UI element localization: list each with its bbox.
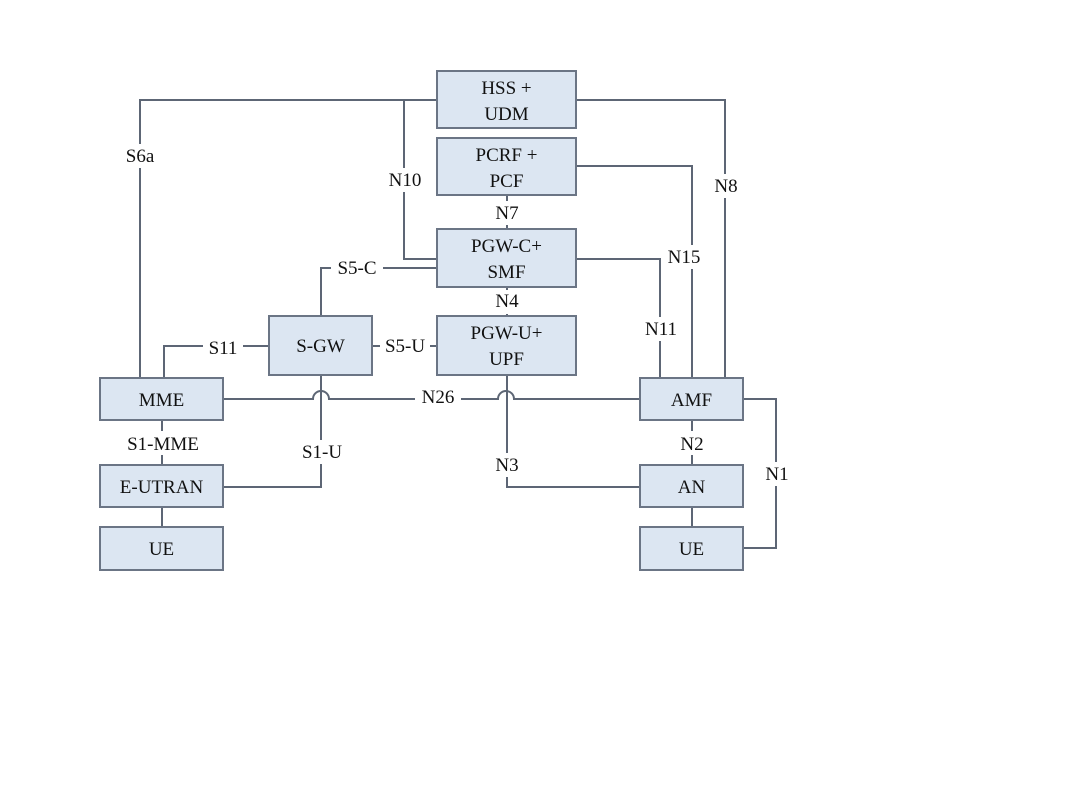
- node-pcrf-pcf-line1: PCRF +: [476, 145, 538, 166]
- edges: [139, 99, 777, 549]
- node-pgwc-smf: PGW-C+ SMF: [436, 228, 577, 288]
- node-pcrf-pcf: PCRF + PCF: [436, 137, 577, 196]
- node-sgw-label: S-GW: [296, 336, 345, 357]
- node-ue-right-label: UE: [679, 539, 704, 560]
- label-s1mme: S1-MME: [127, 434, 199, 455]
- node-sgw: S-GW: [268, 315, 373, 376]
- label-n10: N10: [389, 170, 422, 191]
- label-s5c: S5-C: [337, 258, 376, 279]
- edge-n26: [223, 390, 640, 400]
- label-n3: N3: [495, 455, 518, 476]
- label-n15: N15: [668, 247, 701, 268]
- nodes: HSS + UDM PCRF + PCF PGW-C+ SMF PGW-U+ U…: [99, 70, 744, 571]
- node-pgwu-upf-line1: PGW-U+: [471, 323, 543, 344]
- node-mme-label: MME: [139, 390, 184, 411]
- node-an-label: AN: [678, 477, 706, 498]
- node-mme: MME: [99, 377, 224, 421]
- label-n2: N2: [680, 434, 703, 455]
- label-n1: N1: [765, 464, 788, 485]
- label-n26: N26: [422, 387, 455, 408]
- node-pgwu-upf: PGW-U+ UPF: [436, 315, 577, 376]
- label-n7: N7: [495, 203, 518, 224]
- node-ue-left: UE: [99, 526, 224, 571]
- label-s6a: S6a: [126, 146, 155, 167]
- node-pgwc-smf-line1: PGW-C+: [471, 236, 542, 257]
- edge-labels: S6a N10 N8 N7 N15 S5-C N4 S11 S5-U N11 N…: [114, 144, 794, 486]
- edge-s5c: [320, 267, 437, 316]
- node-hss-udm: HSS + UDM: [436, 70, 577, 129]
- edge-n8: [576, 99, 726, 378]
- node-eutran: E-UTRAN: [99, 464, 224, 508]
- label-n8: N8: [714, 176, 737, 197]
- node-ue-right: UE: [639, 526, 744, 571]
- node-amf: AMF: [639, 377, 744, 421]
- label-s11: S11: [209, 338, 238, 359]
- label-n4: N4: [495, 291, 519, 312]
- label-s1u: S1-U: [302, 442, 342, 463]
- node-pgwu-upf-line2: UPF: [489, 349, 524, 370]
- node-ue-left-label: UE: [149, 539, 174, 560]
- node-amf-label: AMF: [671, 390, 712, 411]
- edge-s1u: [223, 376, 322, 488]
- node-eutran-label: E-UTRAN: [120, 477, 204, 498]
- edge-n3: [506, 376, 640, 488]
- node-an: AN: [639, 464, 744, 508]
- label-n11: N11: [645, 319, 677, 340]
- node-pgwc-smf-line2: SMF: [487, 262, 525, 283]
- edge-s6a: [139, 99, 437, 378]
- node-hss-udm-line1: HSS +: [481, 78, 531, 99]
- edge-n15: [576, 165, 693, 378]
- label-s5u: S5-U: [385, 336, 425, 357]
- node-pcrf-pcf-line2: PCF: [490, 171, 524, 192]
- node-hss-udm-line2: UDM: [484, 104, 528, 125]
